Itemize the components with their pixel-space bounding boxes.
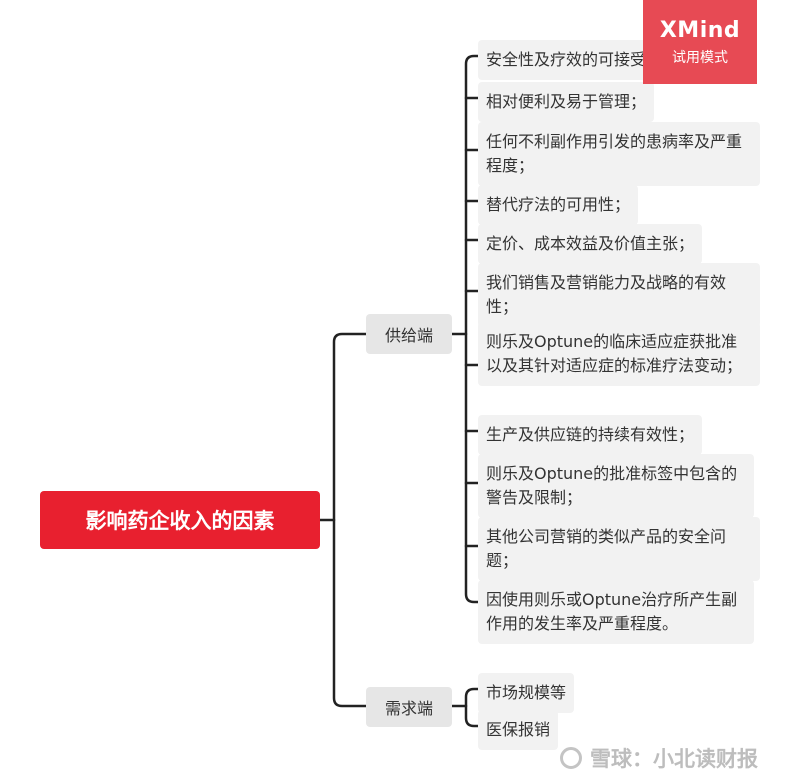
supply-item-label: 我们销售及营销能力及战略的有效性； (486, 273, 727, 316)
root-topic-label: 影响药企收入的因素 (85, 509, 275, 533)
supply-item-label: 因使用则乐或Optune治疗所产生副作用的发生率及严重程度。 (486, 590, 738, 633)
supply-item[interactable]: 则乐及Optune的临床适应症获批准以及其针对适应症的标准疗法变动； (478, 322, 760, 386)
demand-item-label: 市场规模等 (486, 683, 567, 702)
branch-supply-label: 供给端 (384, 326, 433, 345)
badge-mode: 试用模式 (672, 49, 728, 66)
supply-item[interactable]: 定价、成本效益及价值主张； (478, 224, 703, 264)
branch-demand[interactable]: 需求端 (366, 687, 452, 727)
supply-item-label: 定价、成本效益及价值主张； (486, 234, 695, 253)
supply-item[interactable]: 因使用则乐或Optune治疗所产生副作用的发生率及严重程度。 (478, 580, 754, 644)
demand-item[interactable]: 医保报销 (478, 710, 559, 750)
supply-item-label: 任何不利副作用引发的患病率及严重程度； (486, 132, 743, 175)
watermark-text: 雪球：小北读财报 (590, 747, 758, 771)
branch-supply[interactable]: 供给端 (366, 314, 452, 354)
branch-demand-label: 需求端 (384, 699, 433, 718)
supply-item[interactable]: 替代疗法的可用性； (478, 185, 639, 225)
supply-item[interactable]: 则乐及Optune的批准标签中包含的警告及限制； (478, 454, 754, 518)
root-topic[interactable]: 影响药企收入的因素 (40, 491, 320, 549)
supply-item-label: 则乐及Optune的临床适应症获批准以及其针对适应症的标准疗法变动； (486, 332, 743, 375)
badge-brand: XMind (659, 17, 741, 43)
supply-item[interactable]: 其他公司营销的类似产品的安全问题； (478, 517, 760, 581)
supply-item-label: 则乐及Optune的批准标签中包含的警告及限制； (486, 464, 738, 507)
connector-demand-trunk (464, 687, 480, 728)
connector-root-trunk (332, 332, 368, 708)
snowball-logo-icon (560, 747, 582, 769)
supply-item[interactable]: 相对便利及易于管理； (478, 82, 655, 122)
watermark: 雪球：小北读财报 (560, 740, 790, 776)
supply-item[interactable]: 我们销售及营销能力及战略的有效性； (478, 263, 760, 327)
demand-item[interactable]: 市场规模等 (478, 673, 575, 713)
supply-item-label: 生产及供应链的持续有效性； (486, 425, 695, 444)
supply-item[interactable]: 任何不利副作用引发的患病率及严重程度； (478, 122, 760, 186)
demand-item-label: 医保报销 (486, 720, 551, 739)
supply-item-label: 其他公司营销的类似产品的安全问题； (486, 527, 727, 570)
supply-item-label: 替代疗法的可用性； (486, 195, 631, 214)
supply-item[interactable]: 生产及供应链的持续有效性； (478, 415, 703, 455)
supply-item-label: 相对便利及易于管理； (486, 92, 647, 111)
connector-supply-trunk (464, 54, 480, 604)
supply-item-label: 安全性及疗效的可接受证据 (486, 50, 679, 69)
xmind-trial-badge: XMind 试用模式 (643, 0, 757, 84)
